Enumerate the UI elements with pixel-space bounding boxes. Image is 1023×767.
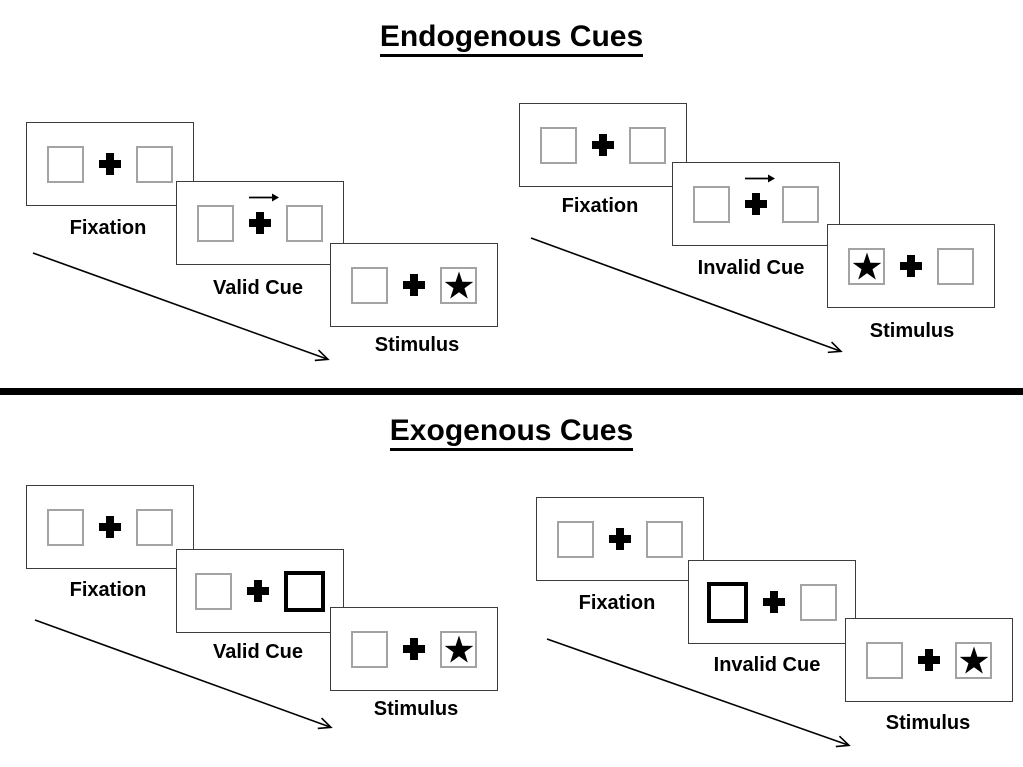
star-icon [444,271,473,299]
panel-label: Stimulus [885,712,971,734]
right-cue-highlight-box [284,570,325,612]
cue-arrow-right-icon [249,193,279,202]
panel-label: Stimulus [373,698,459,720]
panel-label: Fixation [69,579,147,601]
right-placeholder-box [286,204,323,242]
left-stimulus-box [848,247,885,285]
fixation-cross-icon [403,274,425,296]
endogenous-valid-fixation-panel [26,122,194,206]
exogenous-valid-fixation-panel [26,485,194,569]
star-icon [959,646,988,674]
exogenous-valid-cue-panel [176,549,344,633]
fixation-cross-icon [763,591,785,613]
left-placeholder-box [351,266,388,304]
panel-label: Stimulus [869,320,955,342]
left-placeholder-box [557,520,594,558]
endogenous-invalid-cue-panel [672,162,840,246]
left-placeholder-box [693,185,730,223]
exogenous-invalid-cue-panel [688,560,856,644]
panel-label: Invalid Cue [697,257,805,279]
right-stimulus-box [955,641,992,679]
right-placeholder-box [136,508,173,546]
right-placeholder-box [782,185,819,223]
exogenous-invalid-fixation-panel [536,497,704,581]
endogenous-invalid-fixation-panel [519,103,687,187]
endogenous-section-title: Endogenous Cues [0,20,1023,57]
right-placeholder-box [629,126,666,164]
right-placeholder-box [136,145,173,183]
endogenous-valid-cue-panel [176,181,344,265]
right-placeholder-box [937,247,974,285]
fixation-cross-icon [745,193,767,215]
panel-label: Fixation [69,217,147,239]
right-stimulus-box [440,630,477,668]
left-placeholder-box [195,572,232,610]
left-placeholder-box [866,641,903,679]
fixation-cross-icon [403,638,425,660]
panel-label: Valid Cue [212,277,304,299]
left-placeholder-box [47,508,84,546]
panel-label: Fixation [578,592,656,614]
panel-label: Stimulus [374,334,460,356]
endogenous-valid-stimulus-panel [330,243,498,327]
endogenous-valid-timeline-arrow [32,252,330,362]
left-placeholder-box [540,126,577,164]
fixation-cross-icon [900,255,922,277]
exogenous-valid-timeline-arrow [34,619,333,730]
endogenous-invalid-stimulus-panel [827,224,995,308]
section-divider [0,388,1023,395]
fixation-cross-icon [249,212,271,234]
fixation-cross-icon [918,649,940,671]
fixation-cross-icon [99,153,121,175]
panel-label: Invalid Cue [713,654,821,676]
exogenous-invalid-stimulus-panel [845,618,1013,702]
right-stimulus-box [440,266,477,304]
exogenous-section-title: Exogenous Cues [0,414,1023,451]
panel-label: Valid Cue [212,641,304,663]
right-placeholder-box [800,583,837,621]
endogenous-invalid-timeline-arrow [530,237,843,354]
fixation-cross-icon [247,580,269,602]
star-icon [852,252,881,280]
cue-arrow-right-icon [745,174,775,183]
panel-label: Fixation [561,195,639,217]
exogenous-invalid-timeline-arrow [546,638,851,748]
left-cue-highlight-box [707,581,748,623]
exogenous-valid-stimulus-panel [330,607,498,691]
left-placeholder-box [197,204,234,242]
right-placeholder-box [646,520,683,558]
fixation-cross-icon [99,516,121,538]
fixation-cross-icon [609,528,631,550]
fixation-cross-icon [592,134,614,156]
left-placeholder-box [47,145,84,183]
star-icon [444,635,473,663]
left-placeholder-box [351,630,388,668]
